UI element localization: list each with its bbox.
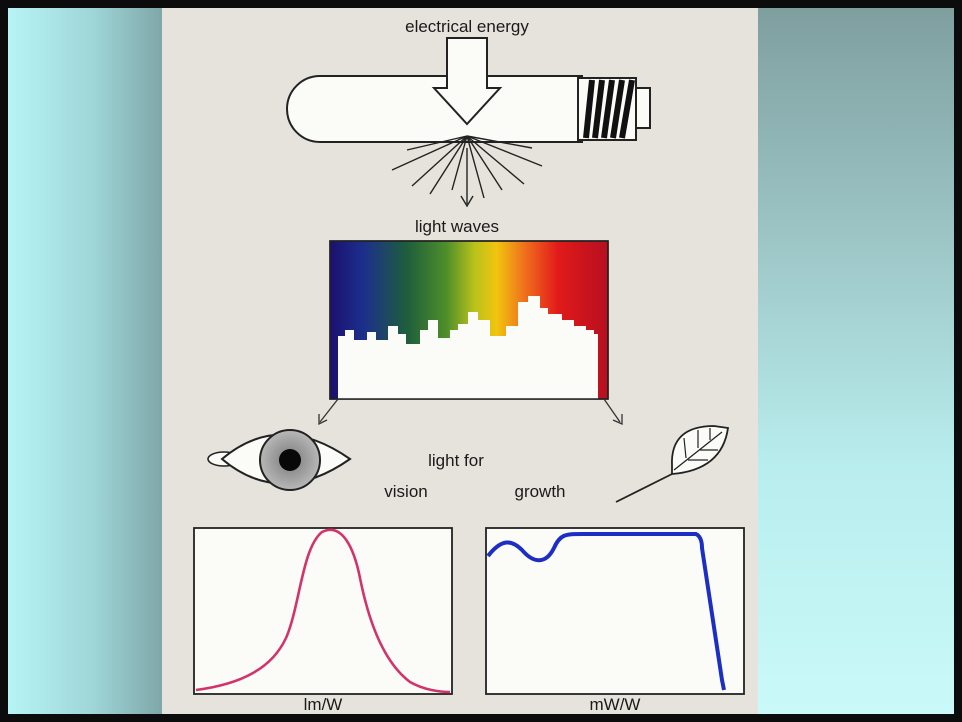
eye-icon <box>207 429 352 491</box>
growth-label: growth <box>514 482 565 501</box>
growth-chart: mW/W <box>485 527 745 714</box>
slide: electrical energy <box>8 8 954 714</box>
light-waves-label: light waves <box>415 217 499 236</box>
spectrum-box <box>329 240 609 400</box>
lm-per-w-label: lm/W <box>304 695 343 714</box>
spectrum-arrows <box>318 398 623 426</box>
leaf-icon <box>615 425 730 503</box>
growth-chart-frame <box>485 527 745 695</box>
growth-curve <box>486 532 726 691</box>
left-gradient-panel <box>8 8 162 714</box>
figure-svg: electrical energy <box>193 17 745 714</box>
lamp-icon <box>286 75 651 143</box>
vision-chart: lm/W <box>193 527 453 714</box>
lamp-spectrum-figure: electrical energy <box>162 8 758 714</box>
light-for-label: light for <box>428 451 484 470</box>
energy-arrow-icon <box>431 37 503 126</box>
vision-label: vision <box>384 482 427 501</box>
right-gradient-panel <box>758 8 954 714</box>
mw-per-w-label: mW/W <box>590 695 641 714</box>
light-rays-icon <box>391 135 543 208</box>
vision-chart-frame <box>193 527 453 695</box>
vision-curve <box>195 528 451 694</box>
electrical-energy-label: electrical energy <box>405 17 529 36</box>
